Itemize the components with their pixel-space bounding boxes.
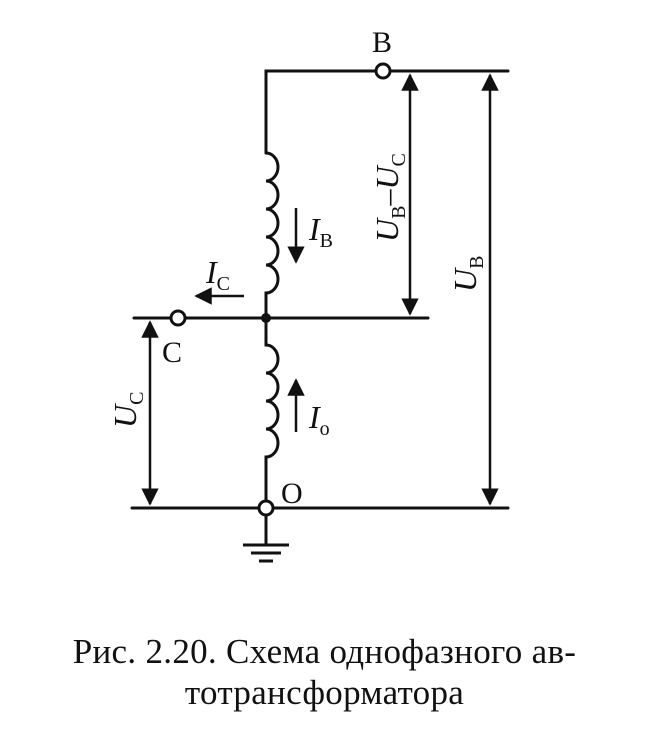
node-label-o: O [281, 477, 303, 510]
wire-top [264, 69, 377, 155]
node-label-b: B [372, 26, 392, 59]
terminal-b [374, 62, 392, 80]
figure-caption-line-1: Рис. 2.20. Схема однофазного ав- [72, 632, 577, 671]
voltage-label-uc: UC [107, 392, 148, 428]
current-label-io: Io [308, 399, 330, 440]
autotransformer-schematic: B C O IB IC Io UB UB–UC UC [107, 26, 510, 563]
lower-winding [264, 316, 280, 502]
upper-winding [264, 151, 280, 320]
node-label-c: C [162, 336, 182, 369]
ground-symbol [243, 543, 289, 563]
current-label-ib: IB [308, 211, 333, 252]
voltage-label-ub: UB [447, 256, 488, 292]
terminal-c [169, 309, 187, 327]
voltage-label-ub-minus-uc: UB–UC [369, 153, 410, 242]
current-label-ic: IC [205, 254, 230, 295]
tap-junction-dot [261, 313, 271, 323]
terminal-o [257, 499, 275, 517]
figure-caption-line-2: тотрансформатора [184, 673, 465, 712]
